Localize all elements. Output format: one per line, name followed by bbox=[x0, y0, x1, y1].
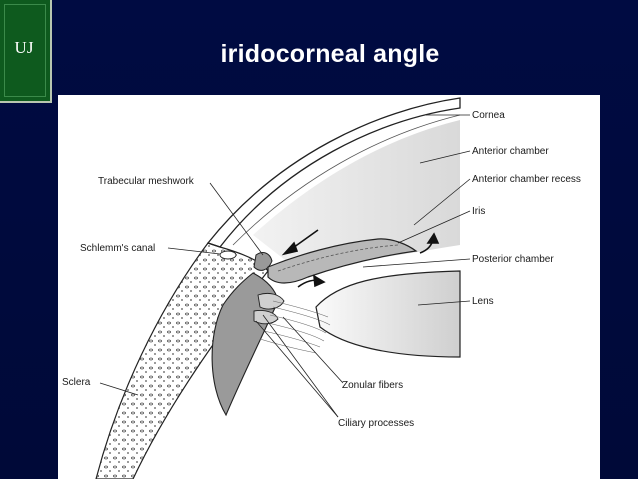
label-ciliary-processes: Ciliary processes bbox=[338, 418, 414, 429]
label-trabecular-meshwork: Trabecular meshwork bbox=[98, 176, 195, 187]
label-sclera: Sclera bbox=[62, 377, 91, 388]
iris-shape bbox=[267, 238, 418, 284]
iris-texture bbox=[277, 244, 399, 272]
logo-text: UJ bbox=[14, 38, 34, 57]
label-anterior-chamber-recess: Anterior chamber recess bbox=[472, 174, 581, 185]
uj-logo: UJ bbox=[0, 0, 52, 103]
iridocorneal-angle-diagram: Cornea Anterior chamber Anterior chamber… bbox=[58, 95, 600, 479]
anterior-chamber-region bbox=[253, 120, 460, 270]
trabecular-meshwork-shape bbox=[253, 252, 273, 271]
label-schlemms-canal: Schlemm's canal bbox=[80, 243, 155, 254]
cornea-shape bbox=[206, 97, 461, 248]
logo-frame bbox=[4, 4, 46, 97]
leader-lines bbox=[99, 114, 471, 418]
lens-shape bbox=[315, 270, 461, 358]
label-iris: Iris bbox=[472, 206, 485, 217]
label-anterior-chamber: Anterior chamber bbox=[472, 146, 549, 157]
slide-title: iridocorneal angle bbox=[220, 40, 440, 68]
label-zonular-fibers: Zonular fibers bbox=[342, 380, 403, 391]
ciliary-processes-shape bbox=[253, 292, 285, 325]
label-lens: Lens bbox=[472, 296, 494, 307]
label-posterior-chamber: Posterior chamber bbox=[472, 254, 554, 265]
aqueous-flow-arrows bbox=[281, 229, 440, 288]
cornea-inner-line bbox=[232, 114, 461, 246]
zonular-fibers-lines bbox=[259, 300, 331, 354]
schlemms-canal-shape bbox=[219, 250, 237, 260]
label-cornea: Cornea bbox=[472, 110, 505, 121]
